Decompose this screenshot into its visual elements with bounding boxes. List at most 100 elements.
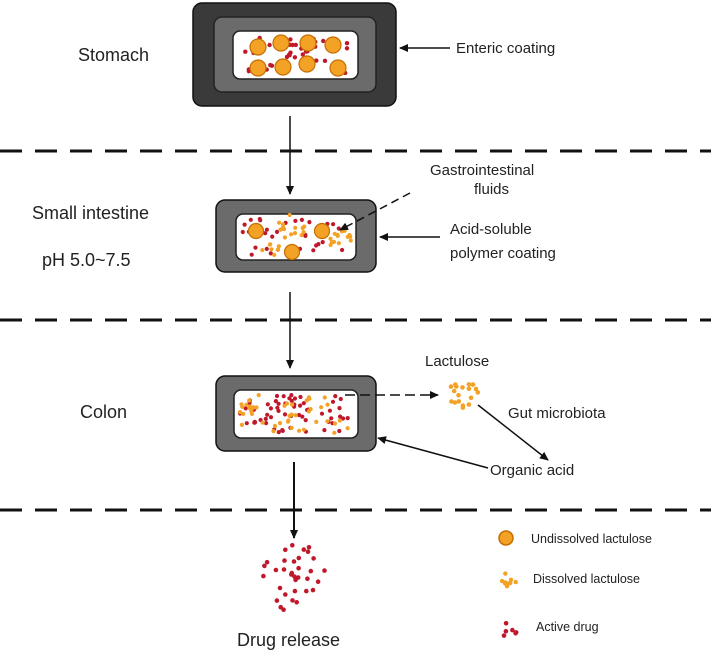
dissolved-lactulose-dot (301, 427, 306, 432)
enteric-coating-text: Enteric coating (456, 40, 555, 57)
acid-soluble-text-2: polymer coating (450, 245, 556, 262)
active-drug-dot (345, 416, 350, 421)
active-drug-dot (273, 399, 278, 404)
acid-soluble-text-1: Acid-soluble (450, 221, 532, 238)
annotation-arrows (339, 44, 549, 469)
active-drug-dot (303, 418, 308, 423)
active-drug-dot (295, 575, 301, 580)
active-drug-dot (263, 416, 268, 421)
dissolved-lactulose-dot (237, 410, 243, 415)
organic-acid-text: Organic acid (490, 462, 574, 479)
active-drug-dot (289, 398, 294, 403)
undissolved-lactulose-granule (249, 59, 267, 77)
dissolved-lactulose-dot (272, 252, 277, 257)
ph-label: pH 5.0~7.5 (42, 250, 131, 270)
active-drug-dot (513, 630, 519, 635)
active-drug-dot (274, 229, 280, 234)
dissolved-lactulose-dot (466, 386, 472, 392)
colon-capsule (215, 375, 377, 452)
active-drug-dot (300, 52, 305, 57)
active-drug-dot (292, 396, 298, 401)
active-drug-dot (253, 245, 258, 250)
active-drug-dot (337, 428, 342, 434)
active-drug-dot (264, 227, 269, 232)
active-drug-dot (341, 416, 346, 421)
active-drug-dot (304, 588, 309, 594)
dissolved-lactulose-dot (247, 398, 252, 403)
dissolved-lactulose-dot (272, 423, 278, 429)
active-drug-dot (281, 567, 287, 572)
dissolved-lactulose-dot (268, 242, 273, 247)
released-drug-cluster (261, 543, 327, 612)
undissolved-lactulose-granule (324, 36, 342, 54)
dissolved-lactulose-dot (276, 244, 281, 249)
microbiota-arrow (477, 404, 549, 461)
dissolved-lactulose-dot (332, 421, 338, 426)
active-drug-dot (296, 565, 301, 571)
dissolved-lactulose-dot (475, 390, 481, 395)
active-drug-dot (290, 543, 295, 548)
active-drug-dot (265, 412, 270, 417)
active-drug-dot (292, 55, 298, 60)
active-drug-dot (267, 42, 272, 48)
dissolved-lactulose-dot (293, 225, 298, 230)
dissolved-lactulose-dot (260, 248, 265, 253)
colon-label: Colon (80, 402, 127, 422)
dissolved-lactulose-dot (332, 231, 337, 236)
active-drug-dot (305, 576, 310, 581)
active-drug-dot (320, 240, 325, 245)
active-drug-dot (340, 247, 345, 253)
active-drug-dot (322, 428, 327, 433)
dissolved-lactulose-dot (470, 382, 476, 387)
active-drug-dot (283, 547, 288, 553)
active-drug-dot (311, 248, 316, 253)
dissolved-lactulose-dot (277, 421, 283, 426)
active-drug-dot (263, 231, 268, 236)
active-drug-dot (297, 412, 302, 418)
gi-fluids-pointer (339, 192, 411, 231)
dissolved-lactulose-dot (449, 399, 454, 404)
dissolved-lactulose-dot (287, 212, 292, 218)
active-drug-dot (268, 62, 273, 68)
dissolved-lactulose-dot (456, 393, 461, 398)
dissolved-lactulose-dot (456, 399, 462, 404)
active-drug-dot (242, 222, 247, 227)
active-drug-dot (338, 396, 343, 402)
dissolved-lactulose-dot (337, 418, 342, 423)
active-drug-dot (315, 579, 321, 584)
undissolved-lactulose-granule (249, 38, 267, 56)
active-drug-dot (301, 401, 306, 406)
active-drug-dot (290, 42, 295, 48)
dissolved-lactulose-dot (269, 247, 274, 252)
active-drug-dot (322, 58, 328, 63)
active-drug-dot (298, 394, 303, 400)
active-drug-dot (344, 41, 350, 46)
active-drug-dot (333, 394, 338, 399)
undissolved-lactulose-granule (272, 34, 290, 52)
dissolved-lactulose-dot (508, 580, 513, 586)
dissolved-lactulose-dot (289, 232, 294, 237)
dissolved-lactulose-dot (304, 398, 309, 403)
active-drug-dot (270, 234, 275, 239)
dissolved-lactulose-dot (460, 385, 465, 390)
active-drug-dot (503, 621, 509, 626)
dissolved-lactulose-dot (250, 405, 255, 410)
undissolved-lactulose-granule (329, 59, 347, 77)
dissolved-lactulose-dot (260, 420, 265, 425)
active-drug-dot (261, 573, 266, 579)
active-drug-dot (311, 556, 316, 561)
dissolved-lactulose-dot (331, 239, 337, 244)
active-drug-dot (264, 559, 270, 565)
active-drug-dot (265, 402, 270, 407)
released-lactulose-cluster (448, 382, 481, 410)
dissolved-lactulose-dot (244, 402, 249, 407)
dissolved-lactulose-dot (503, 571, 508, 576)
dissolved-lactulose-dot (300, 225, 305, 231)
dissolved-lactulose-dot (306, 395, 311, 400)
dissolved-lactulose-dot (282, 235, 287, 240)
active-drug-dot (274, 393, 280, 399)
active-drug-dot (296, 555, 302, 561)
dissolved-lactulose-dot (278, 227, 283, 232)
legend-active-symbol (501, 621, 519, 638)
